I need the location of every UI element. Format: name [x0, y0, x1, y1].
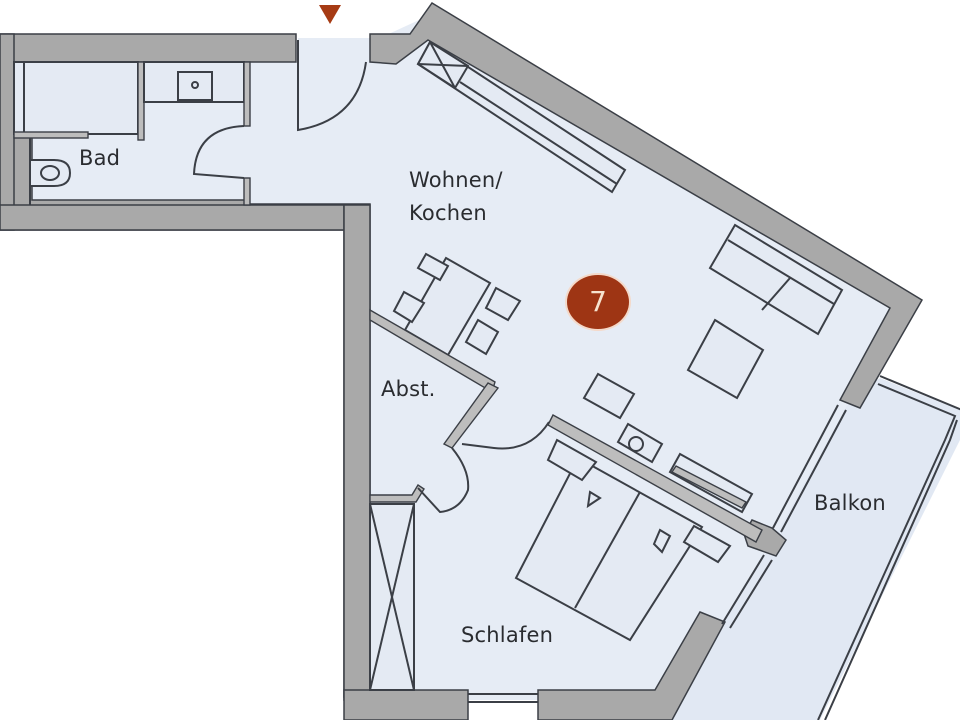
sofa-back	[727, 239, 835, 305]
toilet-icon	[29, 159, 72, 187]
chair-2	[392, 290, 426, 324]
room-label-abst: Abst.	[381, 377, 436, 401]
outer-wall-left-lower	[343, 204, 371, 698]
outer-wall-left-bad	[0, 33, 15, 231]
balcony-railing-outer	[879, 375, 960, 411]
room-label-bad: Bad	[79, 146, 121, 170]
bad-door-swing[interactable]	[192, 125, 245, 179]
entrance-arrow-icon	[319, 5, 341, 24]
stove	[616, 422, 664, 464]
casement-x-2	[417, 63, 469, 67]
abst-door-swing[interactable]	[417, 447, 470, 514]
unit-number-badge: 7	[567, 275, 629, 329]
abst-wall-bottom	[369, 484, 425, 503]
bad-hall-wall-lower	[243, 177, 251, 206]
bathtub	[13, 61, 139, 135]
window-line-4	[729, 559, 773, 629]
sink-drain-icon	[191, 81, 199, 89]
entrance-door-swing[interactable]	[297, 40, 367, 132]
outer-wall-bottom-left	[343, 689, 469, 720]
coffee-table	[686, 318, 765, 400]
balcony-railing-inner	[817, 383, 957, 720]
bad-hall-wall-upper	[243, 61, 251, 127]
outer-wall-bad-bottom	[0, 204, 345, 231]
room-label-wohnen: Wohnen/	[409, 168, 503, 192]
hob-icon	[628, 436, 644, 452]
outer-wall-bottom-right	[537, 611, 727, 720]
wardrobe-x-2	[369, 503, 415, 691]
pillow-left	[586, 490, 602, 509]
room-label-balkon: Balkon	[814, 491, 886, 515]
sofa-cushion-divider	[761, 277, 791, 311]
nightstand-left	[546, 438, 598, 482]
sofa	[708, 223, 844, 336]
window-line-1	[772, 404, 839, 529]
sink-basin	[177, 71, 213, 101]
chair-3	[484, 286, 522, 322]
window-line-3	[721, 554, 765, 625]
room-label-kochen: Kochen	[409, 201, 487, 225]
chair-4	[464, 318, 500, 356]
balcony-area	[665, 378, 960, 720]
kitchen-unit	[582, 372, 636, 420]
toilet-bowl	[40, 165, 60, 181]
pillow-right	[652, 528, 672, 554]
room-label-schlafen: Schlafen	[461, 623, 554, 647]
counter-front-line	[459, 81, 618, 185]
bad-partition-low	[13, 131, 89, 139]
bedroom-partition	[547, 414, 763, 543]
outer-wall-top-right	[369, 1, 924, 409]
bed-divider	[574, 491, 641, 609]
nightstand-right	[682, 524, 732, 564]
bedroom-door-swing[interactable]	[461, 421, 550, 450]
balcony-railing-edge	[824, 419, 958, 720]
tv-shelf	[670, 465, 748, 509]
window-line-2	[780, 409, 847, 533]
chair-1	[416, 252, 450, 282]
